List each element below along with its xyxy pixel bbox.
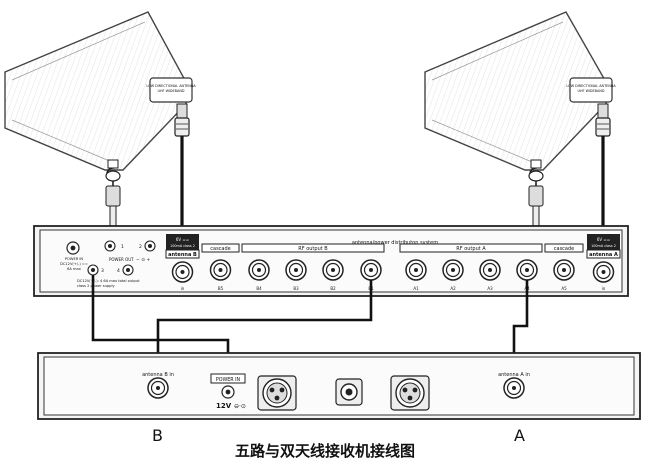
antenna-a-head2: 100mA class 2 bbox=[591, 244, 616, 248]
headphone-jack-icon bbox=[335, 378, 363, 406]
label-a: A bbox=[514, 426, 525, 445]
power-note-line1: DC12V(+/-): 4 6A max total output bbox=[77, 279, 140, 283]
antenna-a-head1: 6V == bbox=[597, 237, 610, 242]
rf-a-connector bbox=[479, 259, 501, 281]
power-out-num-4: 4 bbox=[117, 268, 120, 274]
rf-b-connector bbox=[248, 259, 270, 281]
right-antenna: LOW DIRECTIONAL ANTENNA UHF WIDEBAND bbox=[424, 11, 616, 227]
power-note-line2: class 2 power supply bbox=[77, 284, 115, 288]
antenna-b-head1: 6V == bbox=[176, 237, 189, 242]
receiver-voltage: 12V bbox=[216, 402, 232, 410]
rf-a-connector bbox=[405, 259, 427, 281]
xlr-output-right-icon bbox=[390, 375, 430, 411]
rf-b-connector bbox=[322, 259, 344, 281]
right-antenna-label-1: LOW DIRECTIONAL ANTENNA bbox=[566, 84, 616, 88]
xlr-output-left-icon bbox=[257, 375, 297, 411]
receiver-unit: antenna B in POWER IN 12V ⊖·⊙ bbox=[37, 352, 641, 420]
cascade-a-name: cascade bbox=[554, 246, 574, 252]
power-in-line3: 6A max bbox=[67, 267, 82, 271]
antenna-a-name: antenna A bbox=[589, 252, 618, 258]
antenna-b-port: in bbox=[181, 286, 185, 291]
rf-b-name: RF output B bbox=[298, 246, 328, 252]
diagram-caption: 五路与双天线接收机接线图 bbox=[235, 442, 416, 460]
power-out-num-3: 3 bbox=[101, 268, 104, 274]
rf-a-port-label: A3 bbox=[487, 286, 493, 291]
rf-b-connector bbox=[285, 259, 307, 281]
power-in-line2: DC12V(+/-) == bbox=[60, 262, 88, 266]
distributor-title: antenna/power distributon system bbox=[352, 240, 438, 246]
cascade-b-name: cascade bbox=[210, 246, 230, 252]
rf-b-port-label: B4 bbox=[256, 286, 262, 291]
power-out-num-1: 1 bbox=[121, 244, 124, 250]
antenna-b-head2: 100mA class 2 bbox=[170, 244, 195, 248]
power-out-label: POWER OUT bbox=[109, 257, 134, 262]
rf-a-port-label: A1 bbox=[413, 286, 419, 291]
cascade-a-port: A5 bbox=[561, 286, 567, 291]
rf-a-port-label: A2 bbox=[450, 286, 456, 291]
left-antenna: LOW DIRECTIONAL ANTENNA UHF WIDEBAND bbox=[4, 11, 196, 227]
right-antenna-label-2: UHF WIDEBAND bbox=[578, 89, 605, 93]
rf-b-connector bbox=[360, 259, 382, 281]
rf-a-connector bbox=[516, 259, 538, 281]
receiver-power-in-label: POWER IN bbox=[216, 377, 241, 383]
receiver-antenna-b-in-label: antenna B in bbox=[142, 372, 174, 378]
antenna-b-name: antenna B bbox=[168, 252, 197, 258]
receiver-antenna-a-in-label: antenna A in bbox=[498, 372, 530, 378]
power-out-symbol: − ⊙ + bbox=[136, 257, 150, 263]
power-out-num-2: 2 bbox=[139, 244, 142, 250]
label-b: B bbox=[152, 426, 163, 445]
left-antenna-label-2: UHF WIDEBAND bbox=[158, 89, 185, 93]
rf-b-port-label: B2 bbox=[330, 286, 336, 291]
left-antenna-label-1: LOW DIRECTIONAL ANTENNA bbox=[146, 84, 196, 88]
cascade-b-port: B5 bbox=[218, 286, 224, 291]
antenna-a-port: in bbox=[602, 286, 606, 291]
rf-a-connector bbox=[442, 259, 464, 281]
rf-b-port-label: B3 bbox=[293, 286, 299, 291]
rf-b-cable bbox=[156, 280, 373, 380]
rf-a-name: RF output A bbox=[456, 246, 486, 252]
receiver-polarity-icon: ⊖·⊙ bbox=[234, 403, 246, 410]
power-in-line1: POWER IN bbox=[65, 257, 84, 261]
distributor-unit: antenna/power distributon system POWER I… bbox=[33, 225, 629, 297]
